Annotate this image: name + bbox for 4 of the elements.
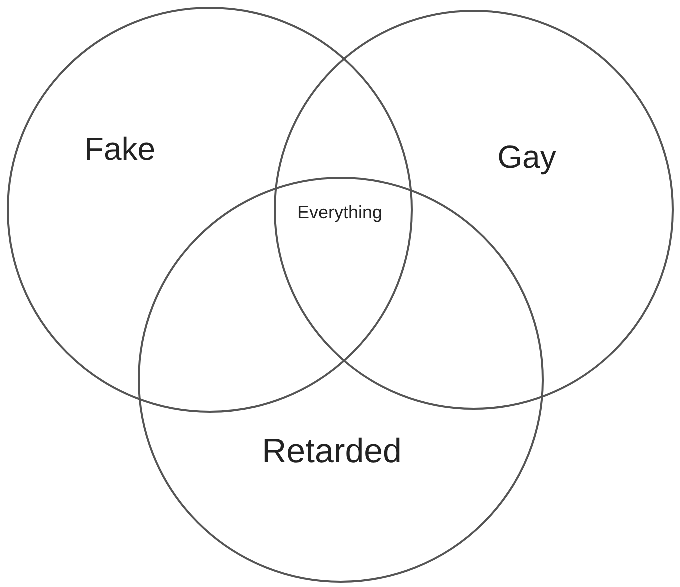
set-label: Gay bbox=[498, 138, 556, 177]
intersection-label: Everything bbox=[297, 202, 383, 224]
set-label: Fake bbox=[84, 130, 156, 169]
set-label: Retarded bbox=[262, 432, 402, 472]
